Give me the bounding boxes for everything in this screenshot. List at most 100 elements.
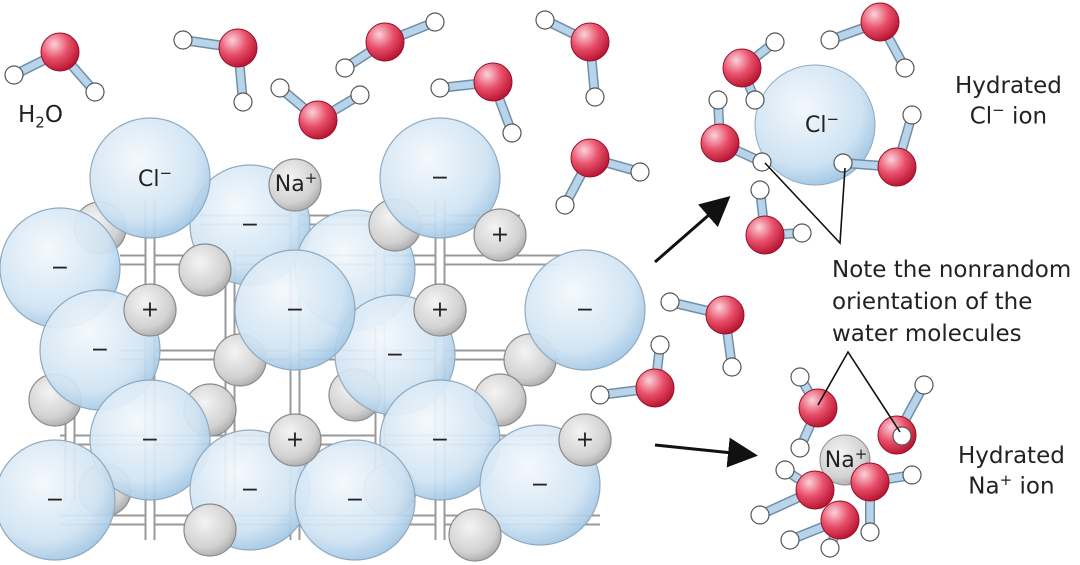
hydrogen-atom — [590, 385, 610, 405]
hydrogen-atom — [650, 335, 670, 355]
oxygen-atom — [795, 470, 835, 510]
hydrogen-atom — [4, 65, 24, 85]
hydrogen-atom — [350, 85, 370, 105]
hydrogen-atom — [790, 367, 810, 387]
sodium-ion — [268, 158, 322, 212]
hydrogen-atom — [820, 538, 840, 558]
sodium-ion — [183, 503, 237, 557]
sodium-ion — [123, 283, 177, 337]
water-molecule — [430, 62, 522, 143]
hydrogen-atom — [85, 82, 105, 102]
positive-charge-sign: + — [140, 297, 160, 323]
hydrogen-atom — [270, 78, 290, 98]
water-molecule — [535, 10, 610, 107]
oxygen-atom — [722, 48, 762, 88]
oxygen-atom — [820, 500, 860, 540]
hydrogen-atom — [430, 78, 450, 98]
hydrated-sodium-ion-label: Na+ — [824, 444, 868, 474]
chloride-ion — [294, 439, 416, 561]
sodium-ion — [558, 413, 612, 467]
positive-charge-sign: + — [490, 222, 510, 248]
chloride-ion — [89, 117, 211, 239]
hydrogen-atom — [902, 465, 922, 485]
hydrogen-atom — [502, 123, 522, 143]
hydrogen-atom — [585, 87, 605, 107]
oxygen-atom — [473, 62, 513, 102]
chloride-ion — [524, 249, 646, 371]
oxygen-atom — [570, 22, 610, 62]
water-molecule — [173, 28, 258, 112]
chloride-ion-label: Cl− — [137, 163, 173, 193]
oxygen-atom — [298, 100, 338, 140]
hydrated-chloride-ion-label: Cl− — [804, 109, 840, 139]
water-molecule — [780, 500, 860, 558]
water-molecule — [750, 460, 835, 525]
positive-charge-sign: + — [285, 427, 305, 453]
sodium-ion — [178, 243, 232, 297]
sodium-ion — [268, 413, 322, 467]
hydrogen-atom — [820, 30, 840, 50]
water-molecule — [722, 32, 785, 110]
hydrogen-atom — [535, 10, 555, 30]
chloride-ion — [379, 117, 501, 239]
water-molecule — [745, 180, 812, 255]
positive-charge-sign: + — [430, 297, 450, 323]
oxygen-atom — [745, 215, 785, 255]
hydrogen-atom — [555, 195, 575, 215]
negative-charge-sign: − — [50, 255, 70, 281]
chloride-ion — [0, 439, 116, 561]
water-label: H2O — [18, 102, 63, 132]
oxygen-atom — [877, 147, 917, 187]
oxygen-atom — [570, 138, 610, 178]
sodium-ion — [448, 508, 502, 562]
water-molecule — [790, 367, 838, 458]
pointer-line-chloride — [764, 162, 846, 245]
hydrogen-atom — [750, 180, 770, 200]
hydrogen-atom — [765, 32, 785, 52]
hydrogen-atom — [745, 90, 765, 110]
oxygen-atom — [635, 368, 675, 408]
hydrogen-atom — [895, 58, 915, 78]
hydrogen-atom — [792, 223, 812, 243]
negative-charge-sign: − — [240, 477, 260, 503]
hydrogen-atom — [833, 153, 853, 173]
hydrogen-atom — [425, 12, 445, 32]
oxygen-atom — [850, 462, 890, 502]
arrow-to-hydrated-sodium — [654, 437, 758, 468]
hydrogen-atom — [780, 530, 800, 550]
negative-charge-sign: − — [140, 427, 160, 453]
hydrated-chloride-caption: Hydrated Cl− ion — [955, 73, 1062, 130]
hydrogen-atom — [708, 90, 728, 110]
oxygen-atom — [218, 28, 258, 68]
hydrogen-atom — [752, 152, 772, 172]
chloride-ion — [234, 249, 356, 371]
positive-charge-sign: + — [575, 427, 595, 453]
water-molecule — [700, 90, 772, 172]
negative-charge-sign: − — [430, 165, 450, 191]
hydrogen-atom — [233, 92, 253, 112]
negative-charge-sign: − — [345, 487, 365, 513]
water-molecule — [4, 32, 105, 102]
hydrogen-atom — [630, 162, 650, 182]
hydrated-sodium-caption: Hydrated Na+ ion — [958, 443, 1065, 500]
pointer-line-sodium — [817, 350, 901, 433]
arrow-to-hydrated-chloride — [654, 196, 731, 264]
hydrogen-atom — [660, 292, 680, 312]
negative-charge-sign: − — [385, 342, 405, 368]
water-molecule — [820, 2, 915, 78]
hydrogen-atom — [750, 505, 770, 525]
negative-charge-sign: − — [45, 487, 65, 513]
hydrogen-atom — [892, 426, 912, 446]
oxygen-atom — [700, 123, 740, 163]
water-molecule — [660, 292, 745, 377]
hydrogen-atom — [790, 438, 810, 458]
oxygen-atom — [365, 22, 405, 62]
sodium-ion — [413, 283, 467, 337]
water-molecule — [833, 105, 922, 187]
negative-charge-sign: − — [285, 297, 305, 323]
water-molecule — [877, 375, 934, 455]
oxygen-atom — [860, 2, 900, 42]
hydrogen-atom — [775, 460, 795, 480]
